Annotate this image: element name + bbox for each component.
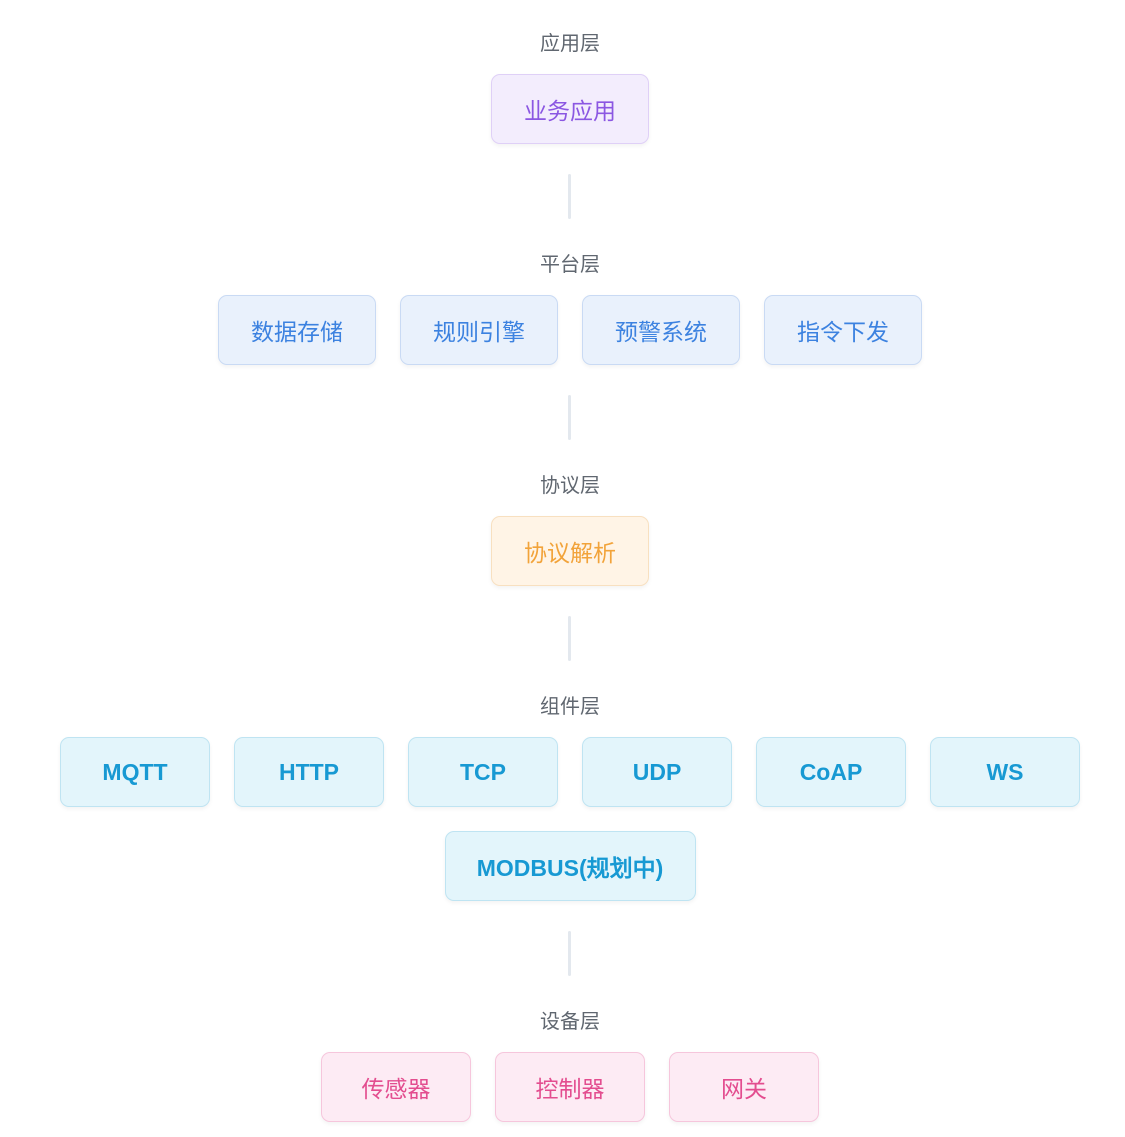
connector-line [567, 395, 571, 440]
node-mqtt[interactable]: MQTT [60, 737, 210, 807]
component-layer-row: MQTT HTTP TCP UDP CoAP WS [0, 737, 1125, 807]
layer-title-application: 应用层 [540, 31, 600, 55]
connector-line [567, 616, 571, 661]
node-ws[interactable]: WS [930, 737, 1080, 807]
device-layer-row: 传感器 控制器 网关 [0, 1052, 1125, 1122]
connector-line [567, 174, 571, 219]
node-rule-engine[interactable]: 规则引擎 [400, 295, 558, 365]
protocol-layer-row: 协议解析 [0, 516, 1125, 586]
node-protocol-parsing[interactable]: 协议解析 [491, 516, 649, 586]
node-tcp[interactable]: TCP [408, 737, 558, 807]
node-gateway[interactable]: 网关 [669, 1052, 819, 1122]
node-http[interactable]: HTTP [234, 737, 384, 807]
node-sensor[interactable]: 传感器 [321, 1052, 471, 1122]
layer-title-platform: 平台层 [540, 252, 600, 276]
connector-line [567, 931, 571, 976]
application-layer-row: 业务应用 [0, 74, 1125, 144]
component-layer-row-2: MODBUS(规划中) [0, 831, 1125, 901]
node-command-dispatch[interactable]: 指令下发 [764, 295, 922, 365]
layer-title-component: 组件层 [540, 694, 600, 718]
node-alert-system[interactable]: 预警系统 [582, 295, 740, 365]
node-modbus[interactable]: MODBUS(规划中) [444, 831, 696, 901]
node-udp[interactable]: UDP [582, 737, 732, 807]
layer-title-protocol: 协议层 [540, 473, 600, 497]
node-business-app[interactable]: 业务应用 [491, 74, 649, 144]
layer-title-device: 设备层 [540, 1009, 600, 1033]
platform-layer-row: 数据存储 规则引擎 预警系统 指令下发 [0, 295, 1125, 365]
node-coap[interactable]: CoAP [756, 737, 906, 807]
node-data-storage[interactable]: 数据存储 [218, 295, 376, 365]
node-controller[interactable]: 控制器 [495, 1052, 645, 1122]
